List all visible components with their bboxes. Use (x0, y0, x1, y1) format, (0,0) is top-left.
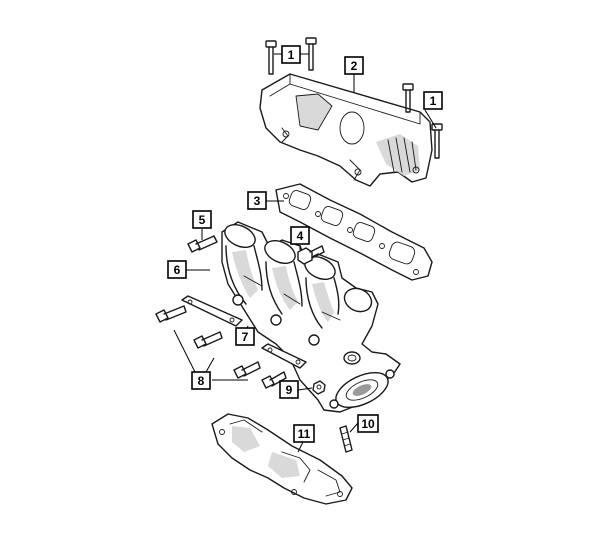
svg-text:9: 9 (286, 383, 293, 397)
svg-text:10: 10 (361, 417, 375, 431)
flange-stud (339, 425, 353, 453)
svg-text:7: 7 (242, 330, 249, 344)
flange-nut (312, 380, 326, 395)
callout-3: 3 (247, 191, 267, 210)
exhaust-manifold (221, 221, 401, 413)
callout-4: 4 (290, 226, 310, 245)
leader-9 (297, 387, 313, 391)
manifold-bolt-2 (193, 331, 223, 349)
svg-text:1: 1 (430, 94, 437, 108)
heat-shield-bolt-right-1 (402, 83, 414, 113)
svg-text:4: 4 (297, 229, 304, 243)
callout-7: 7 (235, 327, 255, 346)
heat-shield-bolt-left-2 (305, 37, 317, 71)
svg-text:3: 3 (254, 194, 261, 208)
callout-6: 6 (167, 260, 187, 279)
heat-shield-bolt-right-2 (431, 123, 443, 159)
leader-10 (349, 422, 359, 433)
callout-10: 10 (357, 414, 379, 433)
svg-text:1: 1 (288, 48, 295, 62)
leader-8a (173, 329, 196, 373)
lower-heat-shield (211, 413, 353, 505)
callout-1-top: 1 (281, 45, 301, 64)
svg-text:2: 2 (351, 59, 358, 73)
leader-11 (297, 441, 304, 453)
leader-1b (424, 109, 437, 129)
manifold-stud (187, 235, 218, 253)
svg-text:11: 11 (298, 427, 311, 441)
callout-5: 5 (192, 210, 212, 229)
upper-heat-shield (259, 73, 433, 187)
manifold-bolt-4 (261, 371, 287, 389)
manifold-nut (297, 245, 325, 265)
manifold-bolt-3 (233, 361, 261, 379)
manifold-spacer-strip-upper (181, 295, 243, 327)
callout-1-right: 1 (423, 91, 443, 110)
exhaust-manifold-gasket (275, 183, 433, 281)
callout-8: 8 (191, 371, 211, 390)
heat-shield-bolt-left-1 (265, 40, 277, 75)
callout-2: 2 (344, 56, 364, 75)
svg-text:8: 8 (198, 374, 205, 388)
callout-11: 11 (293, 424, 315, 443)
manifold-bolt-1 (155, 305, 187, 323)
callout-9: 9 (279, 380, 299, 399)
svg-text:5: 5 (199, 213, 206, 227)
manifold-spacer-strip-lower (261, 343, 307, 369)
leader-8b (205, 357, 215, 373)
svg-text:6: 6 (174, 263, 181, 277)
